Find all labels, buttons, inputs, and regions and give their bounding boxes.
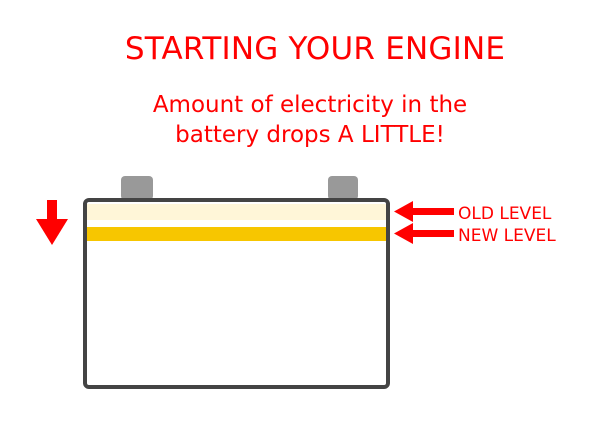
subtitle-line-1: Amount of electricity in the <box>152 92 468 118</box>
subtitle-line-2: battery drops A LITTLE! <box>175 122 445 148</box>
battery-terminal-right <box>328 176 358 200</box>
old-level-band <box>86 204 387 220</box>
new-level-band <box>86 227 387 241</box>
left-arrow-icon <box>394 201 454 222</box>
page-title: STARTING YOUR ENGINE <box>124 31 506 67</box>
down-arrow-icon <box>36 200 68 245</box>
new-level-label: NEW LEVEL <box>458 226 556 246</box>
left-arrow-icon <box>394 223 454 244</box>
old-level-label: OLD LEVEL <box>458 204 552 224</box>
battery-terminal-left <box>121 176 153 200</box>
battery-body <box>83 198 390 389</box>
